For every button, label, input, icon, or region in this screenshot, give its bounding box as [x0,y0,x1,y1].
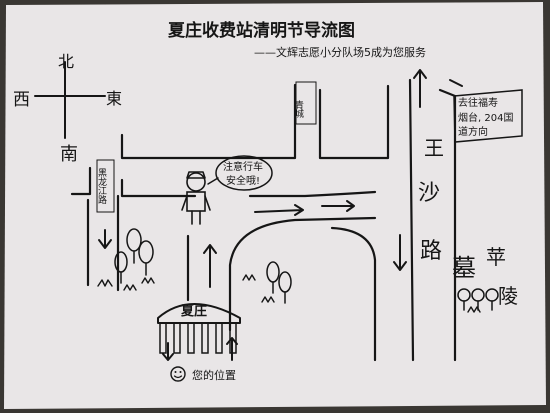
compass-south: 南 [60,144,78,165]
svg-text:苹: 苹 [486,245,506,269]
road-label-right-vertical: 王 沙 路 [418,136,444,264]
svg-text:去往福寿: 去往福寿 [458,96,498,109]
map-subtitle: ——文辉志愿小分队场5成为您服务 [254,45,426,59]
compass-east: 東 [106,89,122,108]
officer-speech-bubble: 注意行车 安全哦! [207,155,273,191]
tree-icon [266,261,292,304]
svg-text:墓: 墓 [452,254,476,282]
tree-icon [114,228,154,284]
paper-sheet [4,2,546,409]
direction-sign: 去往福寿 烟台, 204国 道方向 [453,89,523,143]
svg-text:注意行车: 注意行车 [223,160,263,173]
arrow-icon [162,342,174,361]
svg-text:青城: 青城 [293,99,304,119]
svg-text:安全哦!: 安全哦! [226,174,260,187]
compass: 北 南 西 東 [13,52,122,165]
svg-text:道方向: 道方向 [458,125,488,138]
svg-text:烟台, 204国: 烟台, 204国 [458,111,513,124]
road-label-left-vertical: 黑龙江路 [96,159,115,213]
officer-icon [181,171,211,225]
arrow-icon [393,234,407,271]
compass-north: 北 [58,52,74,71]
compass-west: 西 [13,90,30,110]
svg-text:路: 路 [420,239,442,264]
arrow-icon [203,244,217,288]
svg-text:夏庄: 夏庄 [180,303,207,319]
road-label-top-middle: 青城 [293,81,317,125]
grass-icon [97,274,481,313]
arrow-icon [413,69,427,108]
arrow-icon [321,200,355,212]
toll-station: 夏庄 [157,303,241,354]
svg-text:沙: 沙 [418,181,440,206]
svg-text:陵: 陵 [498,284,518,308]
smiley-icon [170,366,186,382]
cemetery-label: 墓 苹 陵 [452,245,518,308]
map-title: 夏庄收费站清明节导流图 [168,20,355,41]
arrow-icon [98,229,112,249]
svg-text:黑龙江路: 黑龙江路 [96,168,107,205]
svg-text:王: 王 [424,136,444,160]
you-are-here-label: 您的位置 [192,368,236,382]
arrow-icon [254,204,304,216]
